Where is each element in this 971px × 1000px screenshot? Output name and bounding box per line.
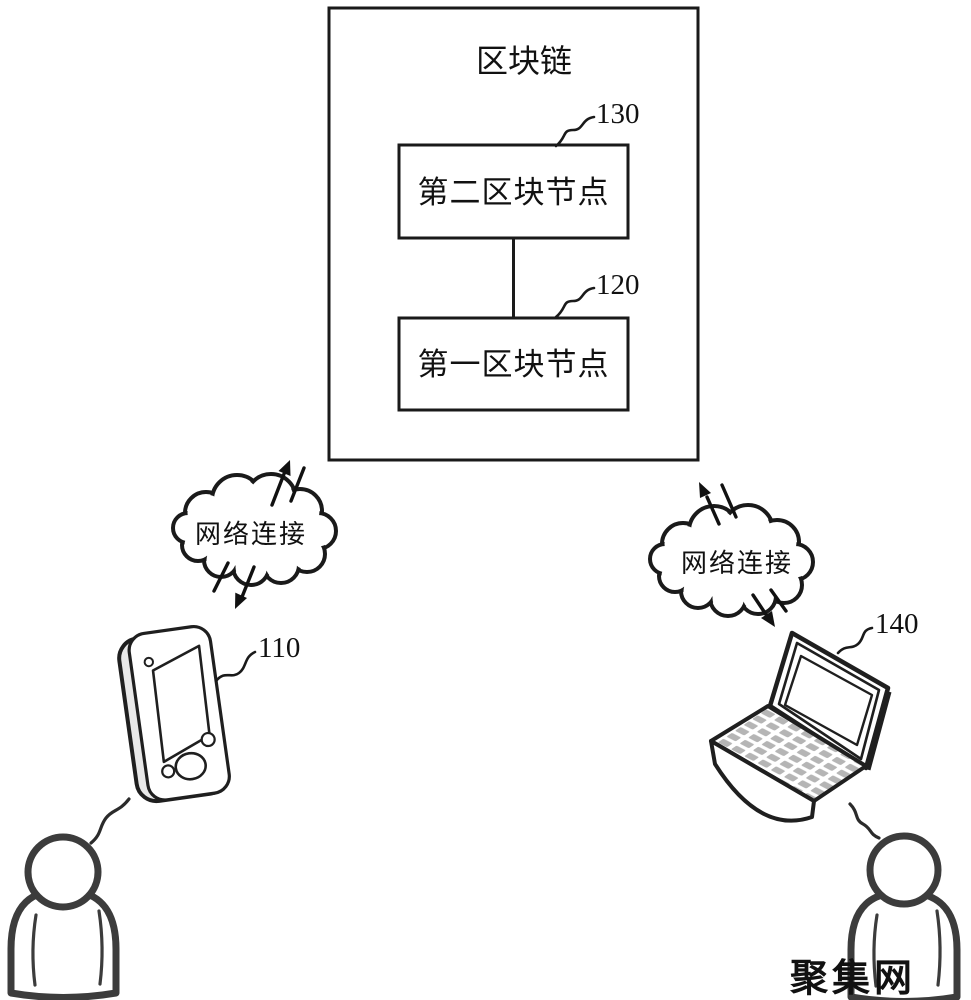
phone-button-small-left	[161, 764, 176, 779]
mobile-phone-illustration	[117, 624, 231, 804]
laptop-front-edge	[709, 739, 816, 823]
user-right-arm-line	[872, 913, 879, 988]
ref-110-leader-line	[214, 650, 257, 683]
laptop-user-link-line	[848, 802, 881, 840]
ref-140-leader-line	[836, 626, 874, 655]
laptop-screen	[783, 654, 874, 747]
phone-user-link-line	[89, 797, 131, 845]
arrow-head-down-right	[761, 611, 775, 627]
downlink-arrow-right	[751, 588, 788, 627]
second-block-node-label: 第二区块节点	[418, 175, 610, 210]
user-figure-left	[7, 833, 120, 1000]
arrow-head-up-left	[699, 482, 711, 498]
first-block-node-label: 第一区块节点	[418, 347, 610, 382]
arrow-head-down-left	[235, 592, 247, 609]
user-left-arm-line	[97, 909, 104, 986]
phone-camera-dot	[143, 656, 154, 668]
phone-button-small-right	[200, 731, 216, 748]
ref-120-leader-line	[554, 286, 596, 319]
user-right-arm-line	[935, 909, 942, 987]
ref-120-label: 120	[596, 269, 640, 301]
watermark-text: 聚集网	[789, 958, 916, 1000]
laptop-lid-inner-frame	[777, 641, 881, 761]
uplink-arrow-right	[699, 482, 738, 526]
network-cloud-left: 网络连接	[171, 472, 338, 587]
user-figure-right	[847, 832, 961, 1000]
network-cloud-right-label: 网络连接	[681, 549, 793, 578]
laptop-illustration	[709, 630, 892, 823]
user-right-head	[866, 832, 942, 908]
ref-140-label: 140	[875, 608, 919, 640]
network-cloud-right: 网络连接	[648, 503, 815, 618]
arrow-head-up-right	[278, 460, 291, 476]
phone-home-button	[174, 751, 207, 781]
uplink-arrow-left	[270, 460, 306, 507]
user-left-head	[24, 833, 102, 911]
laptop-lid-thickness-edge	[867, 691, 892, 771]
cloud-shape	[171, 472, 338, 587]
blockchain-title: 区块链	[476, 43, 572, 79]
first-block-node-box	[397, 316, 630, 412]
downlink-arrow-left	[212, 561, 256, 609]
ref-130-label: 130	[596, 98, 640, 130]
second-block-node-box	[397, 143, 630, 240]
ref-110-label: 110	[258, 632, 300, 664]
user-left-arm-line	[31, 913, 38, 987]
ref-130-leader-line	[554, 115, 596, 148]
network-cloud-left-label: 网络连接	[195, 520, 307, 549]
